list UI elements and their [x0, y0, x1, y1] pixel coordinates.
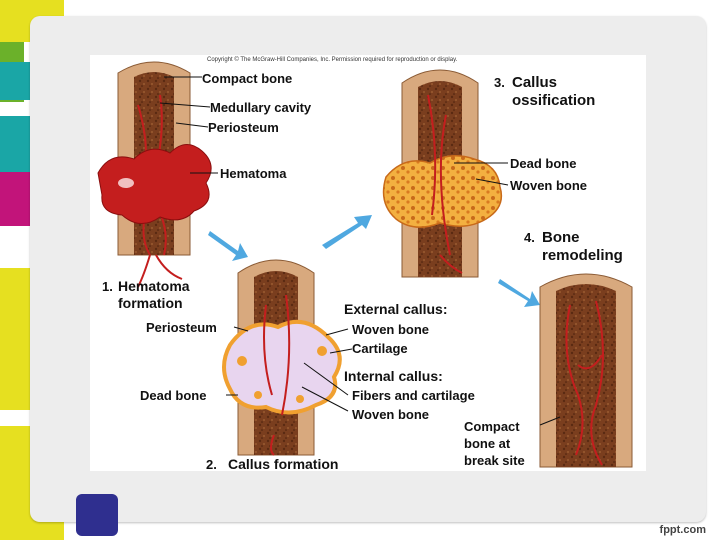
- label-woven-bone-3: Woven bone: [510, 178, 587, 193]
- label-compact-break-line2: bone at: [464, 436, 511, 451]
- arrow-2-to-3: [322, 215, 372, 249]
- stage-2-bone: [222, 259, 342, 456]
- label-fibers-cartilage: Fibers and cartilage: [352, 388, 475, 403]
- label-compact-bone: Compact bone: [202, 71, 292, 86]
- deco-navy-square: [76, 494, 118, 536]
- fracture-healing-figure: Copyright © The McGraw-Hill Companies, I…: [90, 55, 646, 471]
- label-internal-callus: Internal callus:: [344, 368, 443, 384]
- stage-1-title-line2: formation: [118, 295, 183, 311]
- label-woven-bone-2: Woven bone: [352, 407, 429, 422]
- label-dead-bone: Dead bone: [140, 388, 206, 403]
- stage-4-bone: [539, 273, 633, 468]
- stage-2-title: Callus formation: [228, 456, 338, 471]
- leader-lines: [159, 76, 561, 426]
- copyright-notice: Copyright © The McGraw-Hill Companies, I…: [207, 57, 458, 63]
- arrow-3-to-4: [498, 279, 540, 307]
- stage-4-number: 4.: [524, 230, 535, 245]
- label-compact-break-line1: Compact: [464, 419, 520, 434]
- label-dead-bone-3: Dead bone: [510, 156, 576, 171]
- footer-brand: fppt.com: [659, 524, 706, 536]
- stage-2-number: 2.: [206, 457, 217, 471]
- label-hematoma: Hematoma: [220, 166, 287, 181]
- stage-1-title-line1: Hematoma: [118, 278, 190, 294]
- stage-3-title-line2: ossification: [512, 92, 595, 109]
- stage-arrows: [208, 215, 540, 307]
- stage-3-number: 3.: [494, 75, 505, 90]
- stage-3-bone: [382, 69, 503, 278]
- stage-1-number: 1.: [102, 279, 113, 294]
- label-medullary-cavity: Medullary cavity: [210, 100, 312, 115]
- stage-4-title-line2: remodeling: [542, 247, 623, 264]
- label-compact-break-line3: break site: [464, 453, 525, 468]
- label-periosteum-2: Periosteum: [146, 320, 217, 335]
- deco-yellow-top: [0, 0, 30, 42]
- label-external-callus: External callus:: [344, 301, 448, 317]
- label-cartilage: Cartilage: [352, 341, 408, 356]
- stage-1-bone: [97, 61, 212, 288]
- label-periosteum: Periosteum: [208, 120, 279, 135]
- stage-3-title-line1: Callus: [512, 74, 557, 91]
- label-woven-bone: Woven bone: [352, 322, 429, 337]
- fracture-healing-diagram: Compact bone Medullary cavity Periosteum…: [97, 61, 633, 471]
- arrow-1-to-2: [208, 231, 248, 261]
- stage-4-title-line1: Bone: [542, 229, 580, 246]
